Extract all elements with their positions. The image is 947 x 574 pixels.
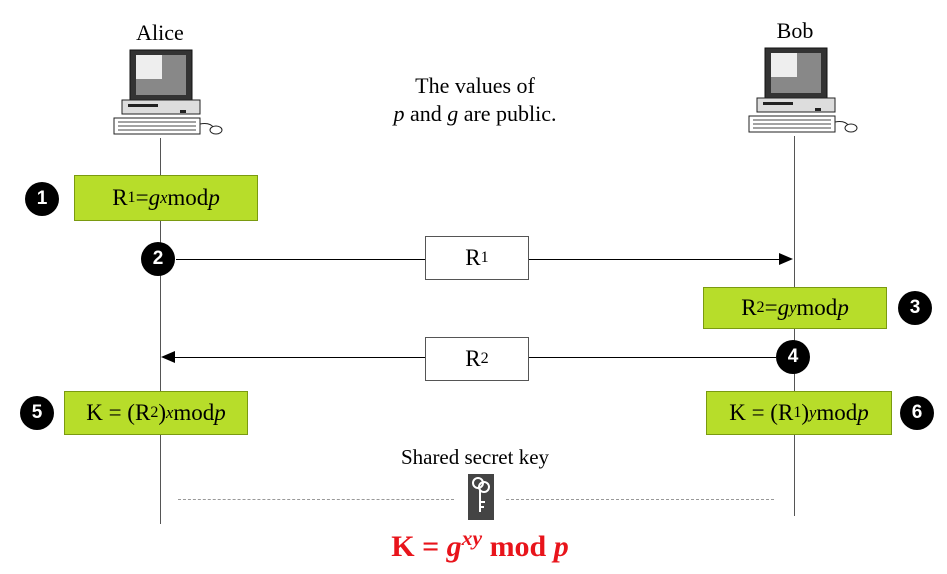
key-icon — [468, 474, 494, 520]
final-key-formula: K = gxy mod p — [391, 526, 569, 563]
alice-computer-icon — [113, 49, 223, 135]
step-6-badge: 6 — [900, 396, 934, 430]
step-3-badge: 3 — [898, 291, 932, 325]
alice-lifeline — [160, 138, 161, 524]
step-4-badge: 4 — [776, 340, 810, 374]
step-5-badge: 5 — [20, 396, 54, 430]
step-2-badge: 2 — [141, 242, 175, 276]
shared-secret-label: Shared secret key — [400, 445, 550, 469]
step-1-badge: 1 — [25, 182, 59, 216]
shared-key-dashed-line-left — [178, 499, 454, 500]
public-values-note: The values of p and g are public. — [370, 72, 580, 128]
message-r1-arrowhead — [779, 253, 793, 265]
alice-label: Alice — [136, 20, 184, 45]
note-line-2: p and g are public. — [393, 101, 557, 126]
bob-label: Bob — [776, 18, 814, 43]
shared-key-dashed-line-right — [506, 499, 774, 500]
bob-computer-icon — [748, 47, 858, 133]
message-r2-arrowhead — [161, 351, 175, 363]
note-line-1: The values of — [415, 73, 535, 98]
